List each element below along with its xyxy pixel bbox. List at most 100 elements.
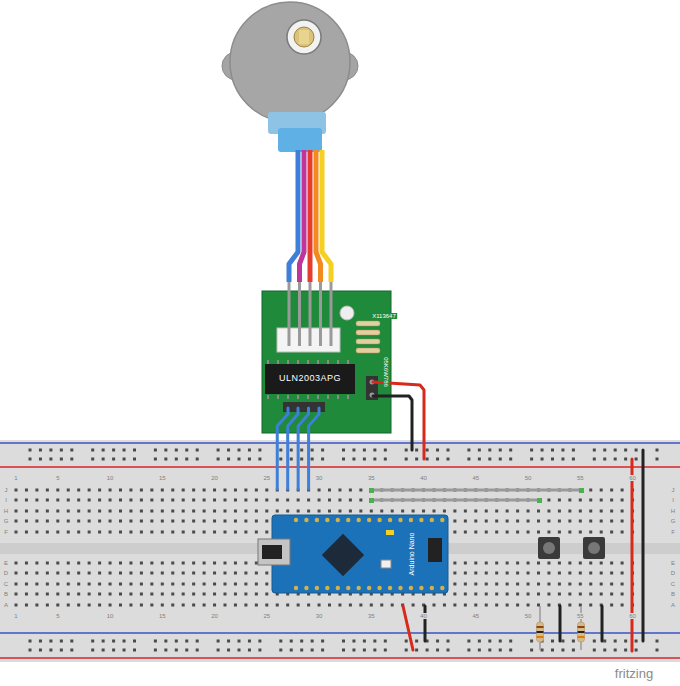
breadboard-holes-part bbox=[109, 489, 112, 492]
breadboard-holes-part bbox=[60, 449, 63, 452]
breadboard-holes-part bbox=[112, 458, 115, 461]
breadboard-holes-part bbox=[109, 499, 112, 502]
breadboard-holes-part bbox=[589, 510, 592, 513]
breadboard-holes-part bbox=[464, 520, 467, 523]
breadboard-holes-part bbox=[433, 604, 436, 607]
breadboard-part bbox=[0, 442, 680, 444]
breadboard-holes-part bbox=[203, 562, 206, 565]
column-number: 5 bbox=[55, 475, 60, 481]
breadboard-holes-part bbox=[213, 510, 216, 513]
breadboard-holes-part bbox=[29, 449, 32, 452]
breadboard-holes-part bbox=[255, 520, 258, 523]
breadboard-holes-part bbox=[495, 520, 498, 523]
breadboard-holes-part bbox=[495, 593, 498, 596]
breadboard-holes-part bbox=[203, 593, 206, 596]
breadboard-holes-part bbox=[77, 520, 80, 523]
breadboard-holes-part bbox=[516, 562, 519, 565]
breadboard-holes-part bbox=[238, 449, 241, 452]
breadboard-holes-part bbox=[182, 489, 185, 492]
breadboard-holes-part bbox=[140, 499, 143, 502]
breadboard-holes-part bbox=[244, 499, 247, 502]
driver-board-part-part bbox=[356, 339, 380, 344]
arduino-board-part-part bbox=[304, 518, 308, 522]
breadboard-holes-part bbox=[436, 449, 439, 452]
column-number: 10 bbox=[106, 475, 115, 481]
breadboard-holes-part bbox=[161, 520, 164, 523]
arduino-board-part-part bbox=[294, 518, 298, 522]
breadboard-holes-part bbox=[56, 562, 59, 565]
breadboard-holes-part bbox=[46, 520, 49, 523]
breadboard-holes-part bbox=[171, 583, 174, 586]
row-letter: J bbox=[4, 487, 9, 493]
part-code: X113647 bbox=[371, 313, 397, 319]
breadboard-holes-part bbox=[129, 520, 132, 523]
breadboard-holes-part bbox=[140, 562, 143, 565]
breadboard-holes-part bbox=[123, 649, 126, 652]
resistors-part bbox=[578, 636, 585, 638]
breadboard-holes-part bbox=[203, 572, 206, 575]
arduino-board-part-part bbox=[388, 586, 392, 590]
breadboard-holes-part bbox=[224, 583, 227, 586]
breadboard-holes-part bbox=[35, 604, 38, 607]
breadboard-holes-part bbox=[192, 604, 195, 607]
breadboard-holes-part bbox=[589, 520, 592, 523]
stepper-motor-part bbox=[278, 128, 322, 152]
breadboard-holes-part bbox=[133, 449, 136, 452]
breadboard-holes-part bbox=[621, 604, 624, 607]
breadboard-holes-part bbox=[88, 562, 91, 565]
breadboard-holes-part bbox=[185, 458, 188, 461]
breadboard-holes-part bbox=[175, 449, 178, 452]
breadboard-holes-part bbox=[453, 572, 456, 575]
row-letter: G bbox=[670, 518, 677, 524]
breadboard-holes-part bbox=[175, 649, 178, 652]
breadboard-holes-part bbox=[35, 583, 38, 586]
column-number: 20 bbox=[210, 613, 219, 619]
power-wires-part bbox=[373, 382, 424, 459]
breadboard-holes-part bbox=[506, 604, 509, 607]
breadboard-holes-part bbox=[547, 604, 550, 607]
breadboard-holes-part bbox=[568, 604, 571, 607]
breadboard-holes-part bbox=[70, 449, 73, 452]
breadboard-holes-part bbox=[342, 449, 345, 452]
breadboard-holes-part bbox=[579, 520, 582, 523]
breadboard-holes-part bbox=[363, 649, 366, 652]
breadboard-holes-part bbox=[624, 649, 627, 652]
column-number: 30 bbox=[315, 613, 324, 619]
breadboard-holes-part bbox=[46, 499, 49, 502]
breadboard-holes-part bbox=[352, 449, 355, 452]
breadboard-holes-part bbox=[140, 510, 143, 513]
breadboard-holes-part bbox=[516, 520, 519, 523]
breadboard-holes-part bbox=[119, 562, 122, 565]
breadboard-holes-part bbox=[401, 510, 404, 513]
breadboard-holes-part bbox=[213, 489, 216, 492]
breadboard-holes-part bbox=[248, 649, 251, 652]
breadboard-holes-part bbox=[530, 649, 533, 652]
breadboard-holes-part bbox=[436, 458, 439, 461]
arduino-board-part-part bbox=[440, 586, 444, 590]
breadboard-holes-part bbox=[342, 649, 345, 652]
breadboard-holes-part bbox=[635, 458, 638, 461]
jumper-wires bbox=[372, 490, 582, 500]
breadboard-holes-part bbox=[279, 649, 282, 652]
breadboard-part bbox=[0, 657, 680, 659]
breadboard-holes-part bbox=[568, 562, 571, 565]
breadboard-holes-part bbox=[551, 449, 554, 452]
column-number: 1 bbox=[13, 475, 18, 481]
breadboard-holes-part bbox=[35, 572, 38, 575]
breadboard-holes-part bbox=[488, 640, 491, 643]
breadboard-holes-part bbox=[46, 510, 49, 513]
breadboard-holes-part bbox=[384, 458, 387, 461]
breadboard-holes-part bbox=[363, 458, 366, 461]
breadboard-holes-part bbox=[56, 572, 59, 575]
arduino-board-part-part bbox=[419, 586, 423, 590]
arduino-board-part-part bbox=[430, 518, 434, 522]
breadboard-holes-part bbox=[15, 604, 18, 607]
breadboard-holes-part bbox=[244, 520, 247, 523]
breadboard-holes-part bbox=[635, 649, 638, 652]
breadboard-holes-part bbox=[286, 604, 289, 607]
breadboard-holes-part bbox=[112, 649, 115, 652]
column-number: 50 bbox=[524, 475, 533, 481]
row-letter: E bbox=[670, 560, 676, 566]
breadboard-holes-part bbox=[600, 510, 603, 513]
breadboard-holes-part bbox=[328, 604, 331, 607]
